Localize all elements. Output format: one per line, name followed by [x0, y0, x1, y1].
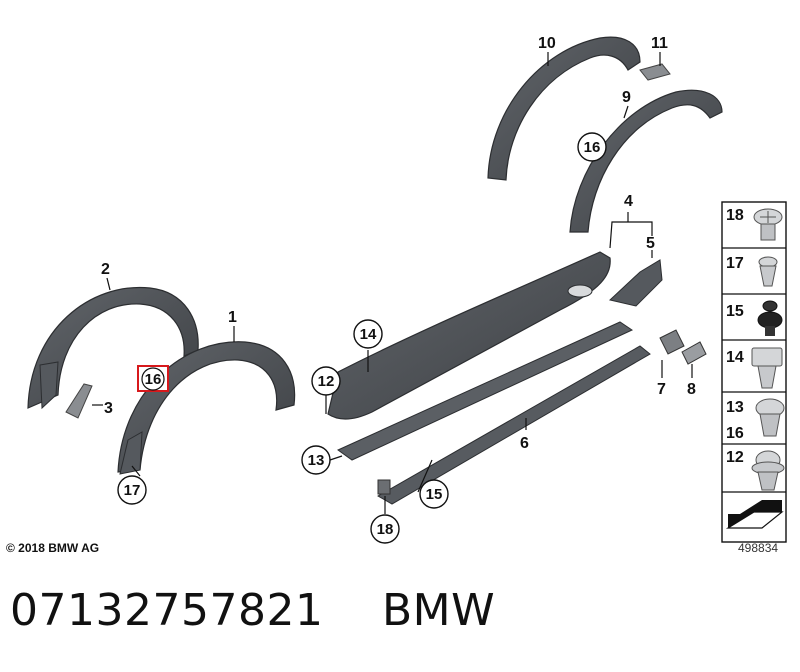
callout-16-upper: 16: [577, 132, 607, 162]
svg-text:18: 18: [377, 521, 394, 538]
svg-text:15: 15: [426, 486, 443, 503]
clip-13-16-icon: [755, 398, 785, 437]
image-number: 498834: [738, 541, 779, 555]
callout-4: 4: [624, 193, 633, 210]
brand-name: BMW: [381, 585, 496, 636]
wheel-arch-trim-front: [117, 341, 296, 473]
clip-12-icon: [751, 450, 785, 491]
legend-label-15: 15: [726, 303, 744, 320]
trim-strip-lower: [337, 321, 634, 461]
trim-clip-icon: [751, 347, 783, 389]
svg-text:16: 16: [584, 139, 601, 156]
legend-label-14: 14: [726, 349, 744, 366]
part-number: 07132757821: [10, 585, 324, 636]
wheel-arch-trim-9: [569, 89, 723, 233]
direction-arrow-icon: [725, 500, 784, 529]
callout-2: 2: [101, 261, 110, 278]
clip-11: [639, 63, 671, 81]
callout-10: 10: [538, 35, 556, 52]
sill-rail-6: [376, 345, 651, 505]
callout-5: 5: [646, 235, 655, 252]
side-skirt: [327, 251, 611, 420]
bracket-3: [65, 383, 93, 419]
side-skirt-end-5: [608, 259, 663, 307]
callout-14: 14: [353, 319, 383, 349]
leader-lines: [106, 52, 693, 514]
callout-13: 13: [301, 445, 331, 475]
legend-label-17: 17: [726, 255, 744, 272]
wheel-arch-trim-10: [487, 36, 641, 181]
callout-6: 6: [520, 435, 529, 452]
callout-17: 17: [117, 475, 147, 505]
svg-text:12: 12: [318, 373, 335, 390]
callout-9: 9: [622, 89, 631, 106]
callout-16-highlighted: 16: [137, 365, 169, 392]
legend-label-12: 12: [726, 449, 744, 466]
legend-label-16: 16: [726, 425, 744, 442]
svg-text:17: 17: [124, 482, 141, 499]
expanding-rivet-icon: [758, 256, 778, 287]
svg-text:16: 16: [145, 371, 162, 388]
wheel-arch-trim-rear-tab: [39, 361, 59, 410]
callout-1: 1: [228, 309, 237, 326]
part-info-row: 07132757821 BMW: [10, 585, 495, 636]
parts-diagram: 2 1 3 10 11 9 4 5 6 7 8 14 12 13 15 18 1…: [27, 35, 787, 544]
fastener-legend: 18 17 15 14 13 16: [721, 201, 787, 543]
callout-18: 18: [370, 514, 400, 544]
callout-8: 8: [687, 381, 696, 398]
fastener-18-on-part: [377, 479, 391, 495]
screw-icon: [753, 208, 783, 241]
legend-label-13: 13: [726, 399, 744, 416]
skirt-opening: [567, 284, 593, 298]
clip-7: [659, 329, 685, 355]
wheel-arch-trim-front-edge: [119, 431, 143, 475]
clip-8: [681, 341, 707, 365]
legend-label-18: 18: [726, 207, 744, 224]
callout-7: 7: [657, 381, 666, 398]
svg-text:13: 13: [308, 452, 325, 469]
push-pin-icon: [757, 300, 783, 336]
copyright-text: © 2018 BMW AG: [6, 541, 100, 555]
callout-12: 12: [311, 366, 341, 396]
callout-11: 11: [651, 35, 668, 52]
callout-3: 3: [104, 400, 113, 417]
svg-text:14: 14: [360, 326, 377, 343]
callout-15: 15: [419, 479, 449, 509]
